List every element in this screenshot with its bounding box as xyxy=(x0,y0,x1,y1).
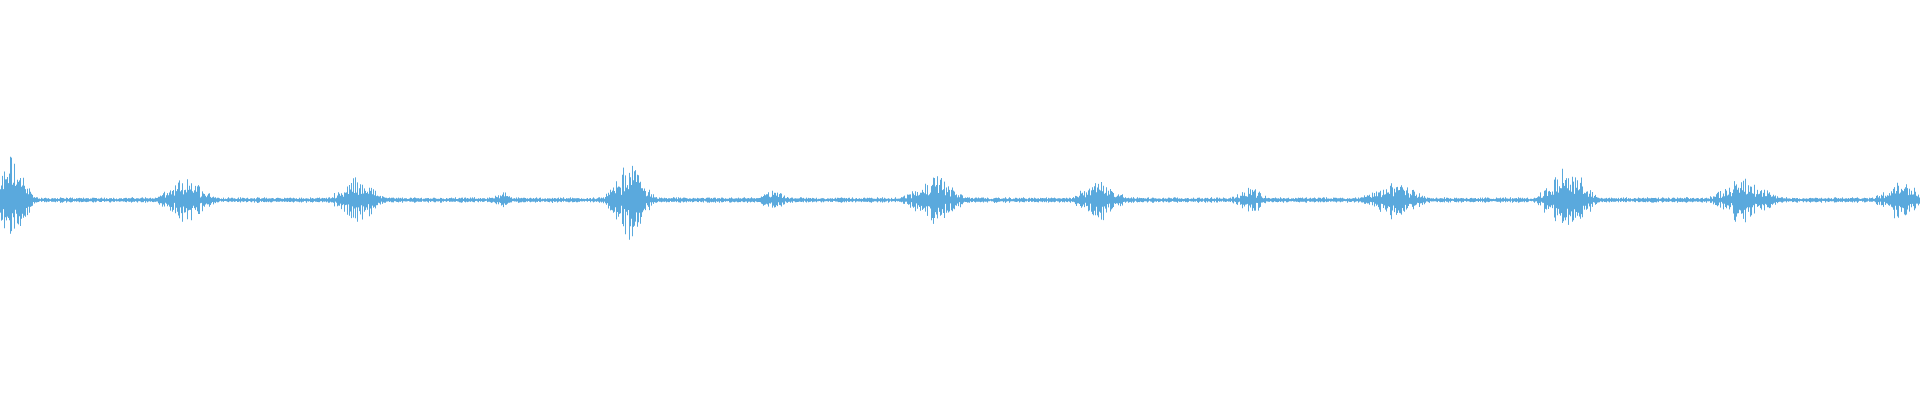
waveform-trace xyxy=(0,156,1920,240)
